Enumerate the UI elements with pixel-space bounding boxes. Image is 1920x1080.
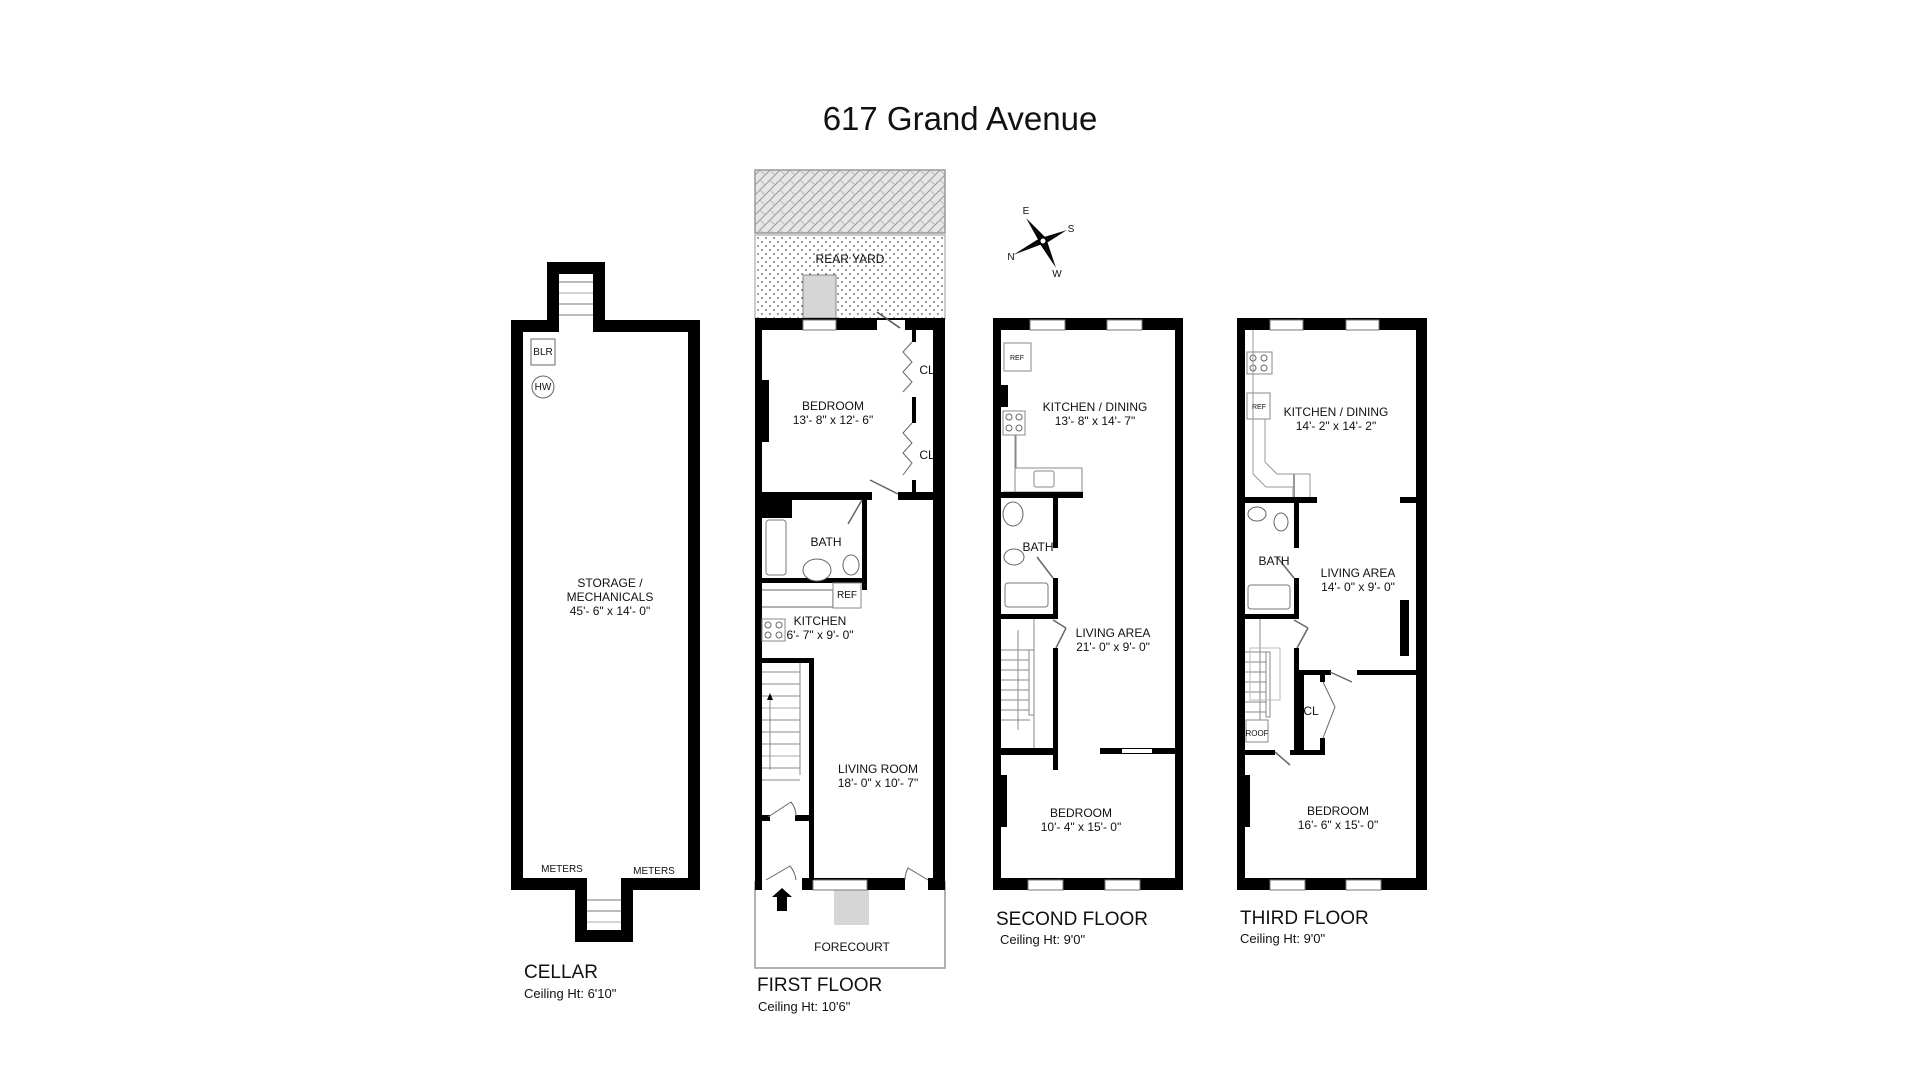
rear-yard-label: REAR YARD: [815, 252, 885, 266]
compass-label-s: S: [1067, 224, 1075, 235]
compass-label-w: W: [1052, 269, 1062, 280]
room-name: LIVING AREA: [1320, 566, 1396, 580]
ceiling-height-first: Ceiling Ht: 10'6": [758, 999, 851, 1014]
refrigerator-label: REF: [837, 590, 857, 601]
room-dimensions: 6'- 7" x 9'- 0": [786, 628, 854, 642]
room-name: BEDROOM: [1306, 804, 1370, 818]
compass-rose-icon: [1013, 218, 1067, 268]
room-name: KITCHEN / DINING: [1042, 400, 1148, 414]
room-name: BEDROOM: [801, 399, 865, 413]
cellar-plan: [511, 262, 700, 942]
room-name: KITCHEN: [793, 614, 847, 628]
room-name: STORAGE /: [577, 576, 643, 590]
room-name: LIVING ROOM: [837, 762, 919, 776]
floor-title-third: THIRD FLOOR: [1240, 908, 1369, 929]
third-floor-plan: [1237, 318, 1427, 891]
roof-hatch-label: ROOF: [1245, 729, 1269, 738]
page-title: 617 Grand Avenue: [822, 100, 1098, 137]
room-name: KITCHEN / DINING: [1283, 405, 1389, 419]
compass-label-e: E: [1022, 206, 1030, 217]
room-bath-second: BATH: [1022, 540, 1054, 554]
refrigerator-label: REF: [1252, 404, 1266, 411]
room-kitchen-dining-second: KITCHEN / DINING 13'- 8" x 14'- 7": [1043, 400, 1148, 428]
floor-title-cellar: CELLAR: [524, 962, 598, 983]
room-living-area-third: LIVING AREA 14'- 0" x 9'- 0": [1321, 566, 1396, 594]
forecourt-label: FORECOURT: [814, 940, 890, 954]
boiler-label: BLR: [533, 347, 553, 358]
first-floor-plan: [754, 169, 946, 969]
room-name: BEDROOM: [1049, 806, 1113, 820]
closet-label: CL: [919, 363, 935, 377]
room-storage-mechanicals: STORAGE / MECHANICALS 45'- 6" x 14'- 0": [567, 576, 654, 618]
room-dimensions: 10'- 4" x 15'- 0": [1040, 820, 1122, 834]
room-living-room-first: LIVING ROOM 18'- 0" x 10'- 7": [838, 762, 918, 790]
floor-title-second: SECOND FLOOR: [996, 909, 1149, 930]
compass-label-n: N: [1007, 252, 1015, 263]
room-dimensions: 18'- 0" x 10'- 7": [837, 776, 919, 790]
ceiling-height-second: Ceiling Ht: 9'0": [1000, 932, 1086, 947]
room-bedroom-second: BEDROOM 10'- 4" x 15'- 0": [1041, 806, 1121, 834]
room-bath-third: BATH: [1258, 554, 1290, 568]
second-floor-plan: [993, 318, 1183, 891]
room-living-area-second: LIVING AREA 21'- 0" x 9'- 0": [1076, 626, 1151, 654]
room-kitchen-first: KITCHEN 6'- 7" x 9'- 0": [786, 614, 853, 642]
room-dimensions: 13'- 8" x 12'- 6": [792, 413, 874, 427]
room-bedroom-first: BEDROOM 13'- 8" x 12'- 6": [793, 399, 873, 427]
ceiling-height-third: Ceiling Ht: 9'0": [1240, 931, 1326, 946]
room-dimensions: 21'- 0" x 9'- 0": [1076, 640, 1150, 654]
room-dimensions: 14'- 0" x 9'- 0": [1321, 580, 1395, 594]
room-dimensions: 16'- 6" x 15'- 0": [1297, 818, 1379, 832]
floor-title-first: FIRST FLOOR: [757, 975, 883, 996]
room-bath-first: BATH: [810, 535, 842, 549]
closet-label: CL: [1303, 704, 1319, 718]
closet-label: CL: [919, 448, 935, 462]
room-dimensions: 14'- 2" x 14'- 2": [1295, 419, 1377, 433]
room-name: LIVING AREA: [1075, 626, 1151, 640]
ceiling-height-cellar: Ceiling Ht: 6'10": [524, 986, 617, 1001]
meters-right-label: METERS: [633, 866, 675, 877]
water-heater-label: HW: [534, 382, 552, 393]
room-name-cont: MECHANICALS: [566, 590, 654, 604]
refrigerator-label: REF: [1010, 355, 1024, 362]
room-dimensions: 45'- 6" x 14'- 0": [569, 604, 651, 618]
meters-left-label: METERS: [541, 864, 583, 875]
room-kitchen-dining-third: KITCHEN / DINING 14'- 2" x 14'- 2": [1284, 405, 1389, 433]
room-bedroom-third: BEDROOM 16'- 6" x 15'- 0": [1298, 804, 1378, 832]
room-dimensions: 13'- 8" x 14'- 7": [1054, 414, 1136, 428]
